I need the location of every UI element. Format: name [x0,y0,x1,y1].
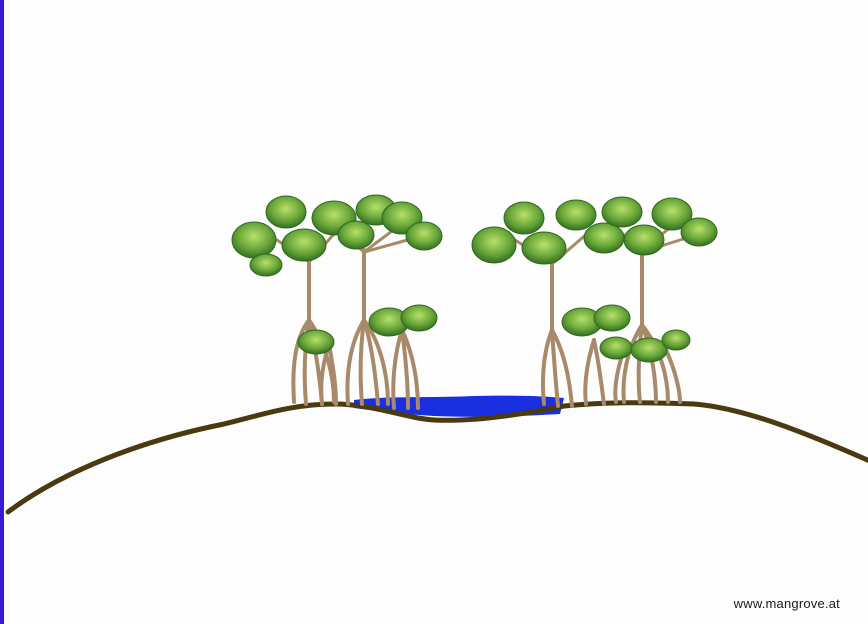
website-credit: www.mangrove.at [734,596,840,611]
left-mangrove-cluster [232,195,442,408]
right-mangrove-cluster [472,197,717,406]
ground-hill-line [8,403,868,512]
mangrove-scene [4,0,868,624]
